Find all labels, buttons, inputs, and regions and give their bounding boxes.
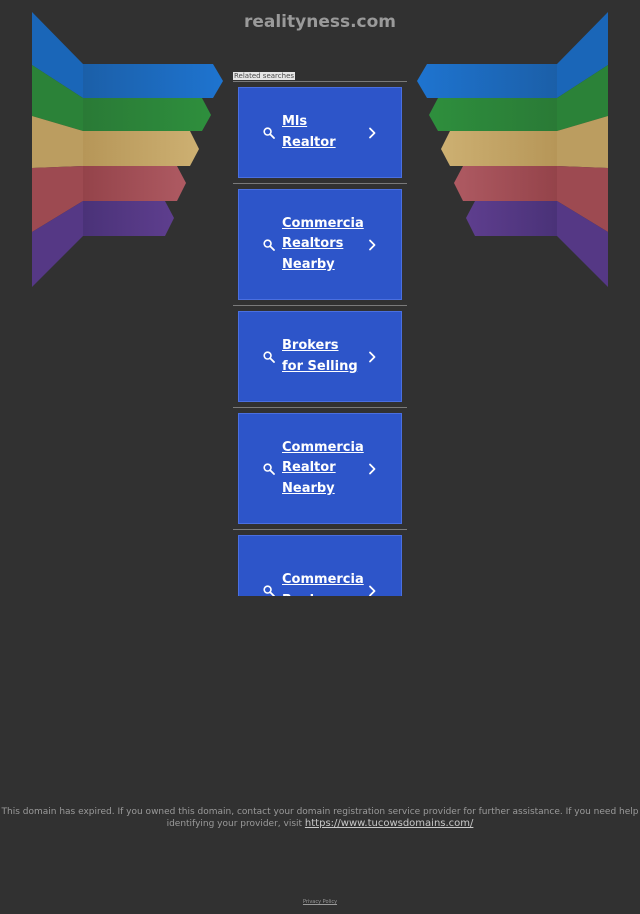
search-icon xyxy=(263,350,275,363)
chevron-right-icon xyxy=(369,585,376,596)
search-result-link[interactable]: Commercia Realtors Nearby xyxy=(282,215,364,272)
right-wing xyxy=(417,12,608,287)
chevron-right-icon xyxy=(369,127,376,138)
related-searches-list: Mls Realtor Commercia Realtors Nearby xyxy=(233,81,407,596)
list-item: Commercia Realtor Nearby xyxy=(233,407,407,529)
chevron-right-icon xyxy=(369,239,376,250)
search-icon xyxy=(263,238,275,251)
search-icon xyxy=(263,462,275,475)
list-item: Commercia Real xyxy=(233,529,407,596)
search-result-link[interactable]: Brokers for Selling xyxy=(282,338,358,374)
related-searches-label: Related searches xyxy=(233,72,296,80)
search-icon xyxy=(263,126,275,139)
list-item: Mls Realtor xyxy=(233,81,407,183)
list-item: Brokers for Selling xyxy=(233,305,407,407)
registrar-link[interactable]: https://www.tucowsdomains.com/ xyxy=(304,818,474,829)
chevron-right-icon xyxy=(369,351,376,362)
search-result-link[interactable]: Commercia Real xyxy=(282,572,364,596)
search-result-button[interactable]: Commercia Real xyxy=(238,535,402,596)
search-result-button[interactable]: Mls Realtor xyxy=(238,87,402,178)
list-item: Commercia Realtors Nearby xyxy=(233,183,407,305)
search-result-button[interactable]: Brokers for Selling xyxy=(238,311,402,402)
search-result-button[interactable]: Commercia Realtors Nearby xyxy=(238,189,402,300)
privacy-policy-link[interactable]: Privacy Policy xyxy=(302,899,338,905)
search-icon xyxy=(263,584,275,596)
search-result-link[interactable]: Commercia Realtor Nearby xyxy=(282,439,364,496)
left-wing xyxy=(32,12,223,287)
chevron-right-icon xyxy=(369,463,376,474)
expired-domain-notice: This domain has expired. If you owned th… xyxy=(0,807,640,830)
search-result-button[interactable]: Commercia Realtor Nearby xyxy=(238,413,402,524)
expired-notice-text: This domain has expired. If you owned th… xyxy=(1,807,639,829)
domain-title: realityness.com xyxy=(243,12,397,32)
search-result-link[interactable]: Mls Realtor xyxy=(282,114,336,150)
